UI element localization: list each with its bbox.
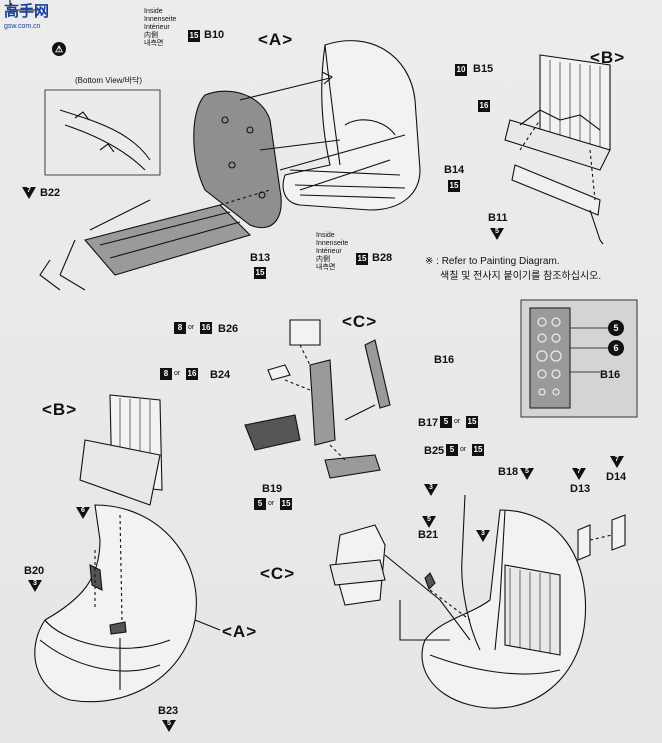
section-c-mid: <C>: [342, 312, 378, 331]
color-badge-15-b13: 15: [254, 267, 266, 279]
part-label-b11: B11: [488, 212, 508, 224]
block-b25: [324, 454, 381, 479]
or-label-b24: or: [174, 370, 181, 377]
or-label-b25: or: [460, 446, 467, 453]
color-badge-8-b24: 8: [160, 368, 172, 380]
part-label-b24: B24: [210, 369, 231, 381]
section-a-lower: <A>: [222, 622, 258, 641]
section-b-lower: <B>: [42, 400, 78, 419]
painting-note-ko: 색칠 및 전사지 붙이기를 참조하십시오.: [440, 271, 602, 282]
part-label-b15: B15: [473, 63, 494, 75]
part-label-b19: B19: [262, 483, 283, 495]
color-badge-16-b26: 16: [200, 322, 212, 334]
warning-icon: ⚠: [52, 42, 66, 56]
site-domain: gsw.com.cn: [4, 23, 41, 30]
or-label-b17: or: [454, 418, 461, 425]
seat-b17: [309, 359, 336, 446]
part-label-b25: B25: [424, 445, 445, 457]
part-label-b26: B26: [218, 323, 239, 335]
part-label-b28: B28: [372, 252, 393, 264]
frame-b19: [244, 414, 301, 451]
part-label-b22: B22: [40, 187, 61, 199]
color-tri-6-lower: 6: [76, 507, 90, 519]
tub-shell-a: [282, 40, 421, 211]
color-badge-8-b26: 8: [174, 322, 186, 334]
part-label-b21: B21: [418, 529, 439, 541]
floor-b13: [84, 204, 252, 276]
color-badge-16-b: 16: [478, 100, 490, 112]
pad-b16: [364, 339, 391, 409]
part-label-b16-diagram: B16: [600, 369, 621, 381]
color-tri-5-b11: 5: [490, 228, 504, 240]
part-label-b16: B16: [434, 354, 455, 366]
color-tri-7-d14: 7: [610, 456, 624, 468]
or-label-b26: or: [188, 324, 195, 331]
color-badge-5-b19: 5: [254, 498, 266, 510]
color-badge-15-b14: 15: [448, 180, 460, 192]
part-label-b18: B18: [498, 466, 519, 478]
color-badge-15-b17: 15: [466, 416, 478, 428]
color-badge-10: 10: [455, 64, 467, 76]
section-a-top: <A>: [258, 30, 294, 49]
part-label-b13: B13: [250, 252, 271, 264]
shell-lower-c: [421, 509, 587, 709]
painting-note-en: ※ : Refer to Painting Diagram.: [425, 256, 560, 267]
color-tri-3-b18a: 3: [424, 484, 438, 496]
color-tri-7-d13: 7: [572, 468, 586, 480]
color-badge-16-b24: 16: [186, 368, 198, 380]
color-badge-15-b28: 15: [356, 253, 368, 265]
part-label-b23: B23: [158, 705, 179, 717]
color-badge-15-b19: 15: [280, 498, 292, 510]
color-badge-5-b25: 5: [446, 444, 458, 456]
floor-plate-b10: [193, 90, 282, 229]
shell-lower-a: [34, 504, 197, 703]
part-label-d14: D14: [606, 471, 627, 483]
part-label-b20: B20: [24, 565, 45, 577]
color-circle-5-diagram: 5: [608, 320, 624, 336]
color-badge-5-b17: 5: [440, 416, 452, 428]
color-tri-5-b23: 5: [162, 720, 176, 732]
site-logo[interactable]: 高手网: [4, 3, 50, 20]
color-tri-5-b18: 5: [520, 468, 534, 480]
section-c-lower: <C>: [260, 564, 296, 583]
part-label-d13: D13: [570, 483, 591, 495]
color-badge-15: 15: [188, 30, 200, 42]
color-tri-3-b20: 3: [28, 580, 42, 592]
color-tri-7-b22: 7: [22, 187, 36, 199]
color-tri-5-b21: 5: [422, 516, 436, 528]
color-badge-15-b25: 15: [472, 444, 484, 456]
color-circle-6-diagram: 6: [608, 340, 624, 356]
part-label-b14: B14: [444, 164, 465, 176]
part-label-b17: B17: [418, 417, 439, 429]
bottom-view-label: (Bottom View/바닥): [75, 76, 143, 85]
section-b-top: <B>: [590, 48, 626, 67]
or-label-b19: or: [268, 500, 275, 507]
part-label-b10: B10: [204, 29, 225, 41]
color-tri-3-b18b: 3: [476, 530, 490, 542]
